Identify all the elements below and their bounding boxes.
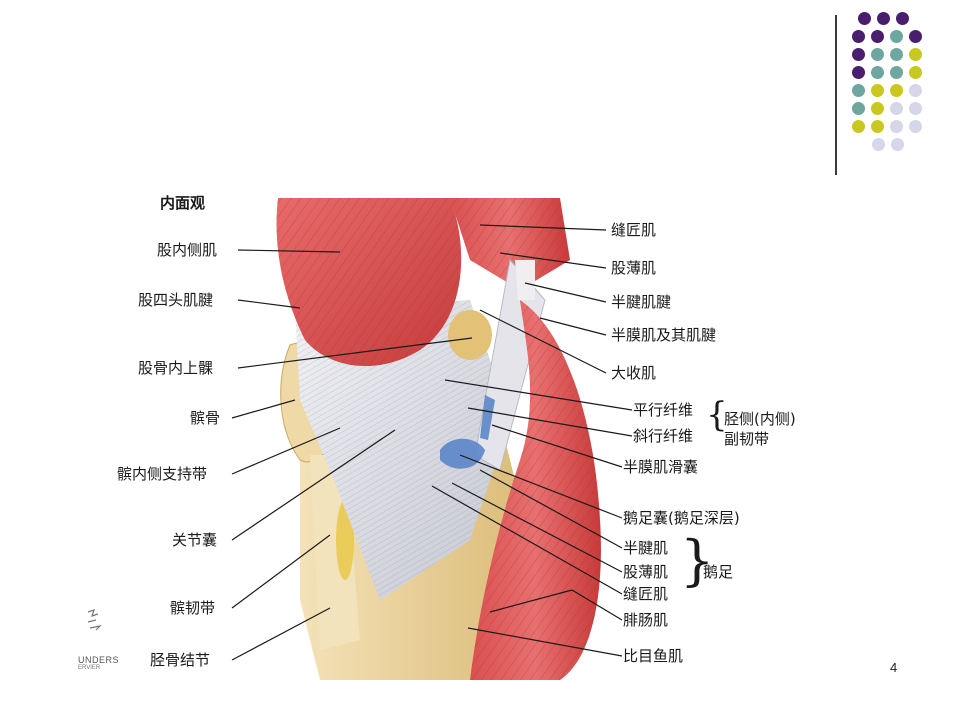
leader-lines xyxy=(231,224,633,661)
decorative-dot xyxy=(852,120,865,133)
decorative-dot xyxy=(890,84,903,97)
decorative-dot xyxy=(871,120,884,133)
decorative-dot xyxy=(852,102,865,115)
decorative-dot xyxy=(852,30,865,43)
diagram-title: 内面观 xyxy=(160,194,206,212)
label-parallel-fibers: 平行纤维 xyxy=(633,401,694,419)
label-semitendinosus-tendon: 半腱肌腱 xyxy=(611,293,672,311)
label-patella: 髌骨 xyxy=(190,409,221,427)
decorative-dot xyxy=(909,102,922,115)
label-gastrocnemius: 腓肠肌 xyxy=(623,611,669,629)
publisher-watermark: UNDERS xyxy=(78,655,120,665)
decorative-dot xyxy=(890,120,903,133)
label-sartorius: 缝匠肌 xyxy=(611,221,657,239)
label-semimembranosus-tendon: 半膜肌及其肌腱 xyxy=(611,326,717,344)
label-medial-epicondyle: 股骨内上髁 xyxy=(138,359,214,377)
medial-epicondyle-shape xyxy=(448,310,492,360)
label-soleus: 比目鱼肌 xyxy=(623,647,684,665)
decorative-dot xyxy=(896,12,909,25)
decorative-divider-line xyxy=(835,15,837,175)
label-collateral-ligament: 副韧带 xyxy=(724,430,770,448)
semitendinosus-tendon-shape xyxy=(515,260,535,300)
decorative-dot xyxy=(891,138,904,151)
decorative-dot xyxy=(858,12,871,25)
label-pes-anserinus: 鹅足 xyxy=(703,563,734,581)
label-quadriceps-tendon: 股四头肌腱 xyxy=(138,291,214,309)
label-semimembranosus-bursa: 半膜肌滑囊 xyxy=(623,458,699,476)
decorative-dot xyxy=(890,66,903,79)
label-joint-capsule: 关节囊 xyxy=(172,531,218,549)
label-adductor-magnus: 大收肌 xyxy=(611,364,657,382)
decorative-dot xyxy=(871,66,884,79)
decorative-dot xyxy=(871,30,884,43)
decorative-dot xyxy=(877,12,890,25)
decorative-dot xyxy=(852,84,865,97)
decorative-dot xyxy=(890,102,903,115)
slide-page-number: 4 xyxy=(890,660,898,675)
label-medial-retinaculum: 髌内侧支持带 xyxy=(117,465,208,483)
label-oblique-fibers: 斜行纤维 xyxy=(633,427,694,445)
label-vastus-medialis: 股内侧肌 xyxy=(157,241,218,259)
decorative-dot xyxy=(909,120,922,133)
label-semitendinosus: 半腱肌 xyxy=(623,539,669,557)
decorative-dot xyxy=(852,66,865,79)
decorative-dot xyxy=(872,138,885,151)
decorative-dot xyxy=(890,30,903,43)
decorative-dot xyxy=(909,30,922,43)
decorative-dot xyxy=(871,102,884,115)
decorative-dot xyxy=(909,48,922,61)
decorative-dot xyxy=(871,84,884,97)
publisher-mark-icon xyxy=(87,609,102,631)
decorative-dot xyxy=(890,48,903,61)
brace-pes-anserinus: } xyxy=(680,529,715,592)
decorative-dot xyxy=(909,66,922,79)
label-sartorius-2: 缝匠肌 xyxy=(623,585,669,603)
decorative-dot xyxy=(871,48,884,61)
publisher-watermark-sub: ERVIER xyxy=(78,665,101,671)
decorative-dot xyxy=(909,84,922,97)
label-anserine-bursa: 鹅足囊(鹅足深层) xyxy=(623,509,740,527)
decorative-dot-cluster xyxy=(852,12,952,162)
label-tibial-tuberosity: 胫骨结节 xyxy=(150,651,211,669)
brace-collateral: { xyxy=(706,395,728,435)
label-tibial-collateral: 胫侧(内侧) xyxy=(724,410,796,428)
semimembranosus-bursa-shape xyxy=(440,438,485,469)
decorative-dot xyxy=(852,48,865,61)
label-patellar-ligament: 髌韧带 xyxy=(170,599,216,617)
label-gracilis-2: 股薄肌 xyxy=(623,563,669,581)
label-gracilis: 股薄肌 xyxy=(611,259,657,277)
